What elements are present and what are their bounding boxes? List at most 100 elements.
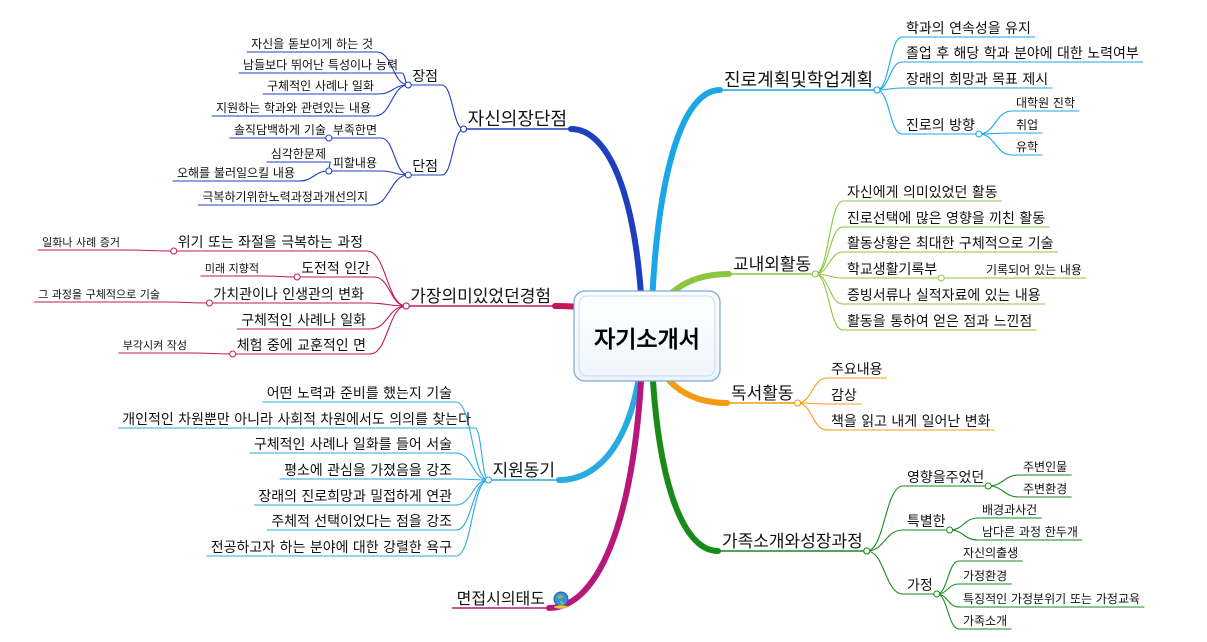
central-topic-inner-border (578, 295, 716, 377)
sub-topic-label[interactable]: 부족한면 (333, 123, 377, 137)
sub-topic-label[interactable]: 구체적인 사례나 일화 (241, 313, 366, 329)
main-branch-label[interactable]: 자신의장단점 (468, 109, 567, 130)
collapse-toggle[interactable] (229, 350, 237, 358)
sub-topic-label[interactable]: 어떤 노력과 준비를 했는지 기술 (267, 386, 452, 402)
sub-topic-label[interactable]: 피할내용 (333, 156, 377, 170)
main-branch-label[interactable]: 면접시의태도 (457, 589, 545, 608)
branch-line (380, 170, 409, 176)
sub-topic-label[interactable]: 그 과정을 구체적으로 기술 (38, 288, 160, 301)
sub-topic-label[interactable]: 증빙서류나 실적자료에 있는 내용 (847, 288, 1041, 304)
branch-line (262, 275, 298, 278)
branch-line (298, 170, 330, 182)
collapse-toggle[interactable] (484, 476, 492, 484)
branch-line (374, 84, 409, 117)
sub-topic-label[interactable]: 감상 (831, 388, 857, 404)
branch-line (648, 333, 721, 554)
sub-topic-label[interactable]: 책을 읽고 내게 일어난 변화 (831, 414, 991, 430)
collapse-toggle[interactable] (937, 274, 945, 282)
sub-topic-label[interactable]: 졸업 후 해당 학과 분야에 대한 노력여부 (906, 46, 1139, 62)
sub-topic-label[interactable]: 대학원 진학 (1016, 96, 1075, 110)
sub-topic-label[interactable]: 가족소개 (963, 614, 1007, 628)
sub-topic-label[interactable]: 주체적 선택이었다는 점을 강조 (271, 514, 452, 530)
sub-topic-label[interactable]: 일화나 사례 증거 (42, 235, 120, 249)
sub-topic-label[interactable]: 가치관이나 인생관의 변화 (213, 287, 364, 303)
sub-topic-label[interactable]: 활동상황은 최대한 구체적으로 기술 (847, 236, 1054, 252)
sub-topic-label[interactable]: 자신에게 의미있었던 활동 (847, 185, 998, 201)
sub-topic-label[interactable]: 솔직담백하게 기술 (234, 123, 326, 137)
collapse-toggle[interactable] (811, 270, 819, 278)
main-branch-label[interactable]: 가장의미있었던경험 (410, 287, 551, 307)
sub-topic-label[interactable]: 활동을 통하여 얻은 점과 느낀점 (847, 314, 1032, 330)
sub-topic-label[interactable]: 진로의 방향 (906, 118, 975, 134)
branch-line (455, 479, 489, 557)
branch-line (455, 401, 489, 481)
sub-topic-label[interactable]: 특별한 (907, 514, 946, 530)
sub-topic-label[interactable]: 유학 (1016, 140, 1038, 154)
collapse-toggle[interactable] (873, 86, 881, 94)
central-topic-label: 자기소개서 (594, 327, 700, 353)
collapse-toggle[interactable] (984, 482, 992, 490)
sub-topic-label[interactable]: 기록되어 있는 내용 (986, 263, 1082, 277)
main-branch-label[interactable]: 교내외활동 (733, 255, 811, 275)
sub-topic-label[interactable]: 심각한문제 (271, 147, 326, 161)
sub-topic-label[interactable]: 평소에 관심을 가졌음을 강조 (284, 463, 452, 479)
sub-topic-label[interactable]: 남다른 과정 한두개 (982, 525, 1078, 539)
sub-topic-label[interactable]: 개인적인 차원뿐만 아니라 사회적 차원에서도 의의를 찾는다 (122, 412, 471, 428)
collapse-toggle[interactable] (404, 171, 412, 179)
sub-topic-label[interactable]: 전공하고자 하는 분야에 대한 강렬한 욕구 (211, 540, 452, 556)
collapse-toggle[interactable] (946, 526, 954, 534)
sub-topic-label[interactable]: 부각시켜 작성 (123, 339, 187, 352)
main-branch-label[interactable]: 가족소개와성장과정 (722, 532, 863, 552)
collapse-toggle[interactable] (205, 299, 213, 307)
sub-topic-label[interactable]: 장래의 희망과 목표 제시 (906, 72, 1048, 88)
branch-line (797, 402, 828, 431)
collapse-toggle[interactable] (863, 547, 871, 555)
collapse-toggle[interactable] (170, 247, 178, 255)
sub-topic-label[interactable]: 자신의출생 (963, 546, 1018, 560)
central-topic[interactable]: 자기소개서 (573, 290, 721, 382)
sub-topic-label[interactable]: 영향을주었던 (907, 470, 984, 486)
sub-topic-label[interactable]: 자신을 돋보이게 하는 것 (251, 37, 373, 51)
main-branch-label[interactable]: 지원동기 (492, 461, 555, 481)
collapse-toggle[interactable] (933, 590, 941, 598)
collapse-toggle[interactable] (325, 167, 333, 175)
sub-topic-label[interactable]: 위기 또는 좌절을 극복하는 과정 (178, 235, 363, 251)
sub-topic-label[interactable]: 도전적 인간 (301, 261, 370, 277)
globe-icon (553, 591, 569, 609)
collapse-toggle[interactable] (460, 125, 468, 133)
sub-topic-label[interactable]: 남들보다 뛰어난 특성이나 능력 (243, 58, 398, 72)
sub-topic-label[interactable]: 특징적인 가정분위기 또는 가정교육 (963, 592, 1140, 606)
sub-topic-label[interactable]: 배경과사건 (982, 503, 1037, 517)
sub-topic-label[interactable]: 단점 (412, 159, 438, 175)
sub-topic-label[interactable]: 주요내용 (831, 362, 883, 378)
branch-line (190, 352, 234, 355)
collapse-toggle[interactable] (402, 302, 410, 310)
sub-topic-label[interactable]: 취업 (1016, 118, 1038, 132)
sub-topic-label[interactable]: 학교생활기록부 (847, 262, 937, 278)
sub-topic-label[interactable]: 오해를 불러일으킬 내용 (177, 166, 295, 180)
sub-topic-label[interactable]: 장점 (412, 69, 438, 85)
sub-topic-label[interactable]: 지원하는 학과와 관련있는 내용 (216, 101, 371, 115)
sub-topic-label[interactable]: 진로선택에 많은 영향을 끼친 활동 (847, 211, 1045, 227)
sub-topic-label[interactable]: 체험 중에 교훈적인 면 (237, 338, 366, 354)
sub-topic-label[interactable]: 가정 (907, 578, 933, 594)
main-branch-label[interactable]: 독서활동 (731, 384, 794, 404)
sub-topic-label[interactable]: 구체적인 사례나 일화를 들어 서술 (254, 437, 452, 453)
branch-line (814, 226, 844, 275)
sub-topic-label[interactable]: 가정환경 (963, 569, 1007, 583)
sub-topic-label[interactable]: 구체적인 사례나 일화 (267, 79, 374, 93)
sub-topic-label[interactable]: 주변인물 (1023, 460, 1067, 474)
sub-topic-label[interactable]: 장래의 진로희망과 밀접하게 연관 (258, 489, 452, 505)
collapse-toggle[interactable] (975, 130, 983, 138)
sub-topic-label[interactable]: 주변환경 (1023, 482, 1067, 496)
sub-topic-label[interactable]: 미래 지향적 (205, 262, 259, 275)
main-branch-label[interactable]: 진로계획및학업계획 (724, 70, 873, 91)
collapse-toggle[interactable] (794, 399, 802, 407)
branch-line (441, 128, 465, 176)
sub-topic-label[interactable]: 학과의 연속성을 유지 (906, 21, 1031, 37)
collapse-toggle[interactable] (293, 273, 301, 281)
branch-line (371, 174, 409, 206)
sub-topic-label[interactable]: 극복하기위한노력과정과개선의지 (202, 190, 368, 204)
collapse-toggle[interactable] (404, 81, 412, 89)
collapse-toggle[interactable] (325, 134, 333, 142)
